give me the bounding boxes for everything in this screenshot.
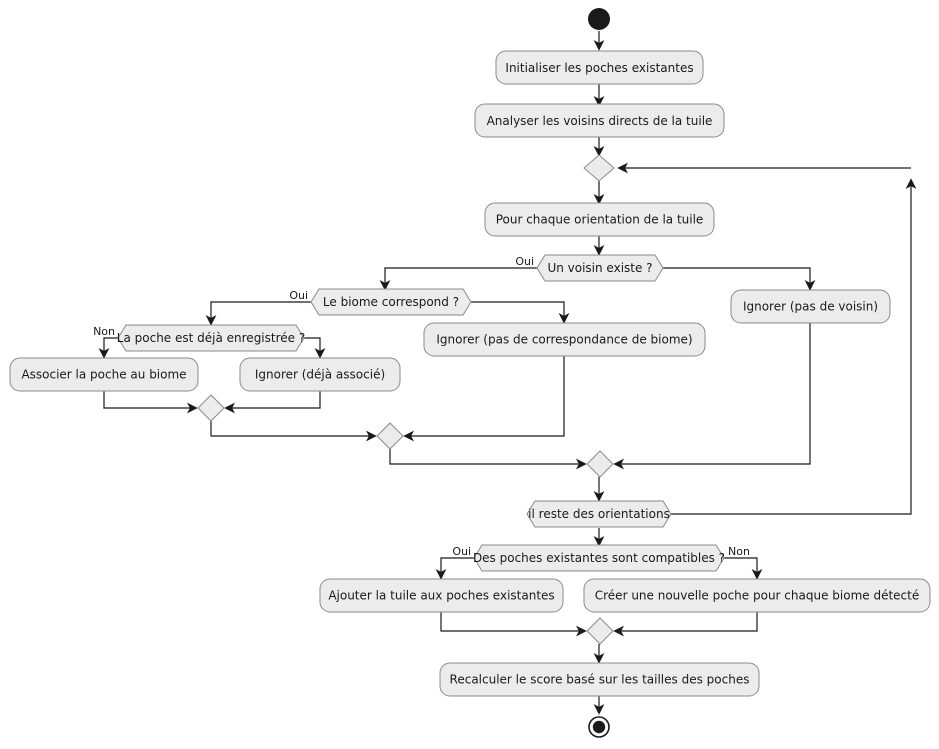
edge-add-to-merge4 — [440, 611, 587, 637]
activity-analyze-neighbors-label: Analyser les voisins directs de la tuile — [487, 114, 713, 128]
activity-add-tile-existing-label: Ajouter la tuile aux poches existantes — [328, 589, 554, 603]
merge-node-3 — [586, 450, 614, 478]
nodes-layer: Initialiser les poches existantes Analys… — [9, 8, 931, 738]
guard-pocket-registered-no: Non — [93, 325, 115, 338]
activity-ignore-already-associated[interactable]: Ignorer (déjà associé) — [239, 357, 401, 392]
edge-compatible-no-to-create — [724, 557, 763, 580]
guard-pockets-compatible-yes: Oui — [452, 545, 471, 558]
decision-remaining-orientations-label: il reste des orientations — [528, 507, 670, 521]
decision-pockets-compatible[interactable]: Des poches existantes sont compatibles ? — [473, 544, 725, 572]
activity-recompute-score[interactable]: Recalculer le score basé sur les tailles… — [439, 662, 760, 697]
activity-associate-pocket[interactable]: Associer la poche au biome — [9, 357, 199, 392]
activity-ignore-no-biome-match-label: Ignorer (pas de correspondance de biome) — [436, 333, 692, 347]
edge-ignore-associated-to-merge1 — [224, 390, 321, 414]
guard-biome-matches-yes: Oui — [289, 289, 308, 302]
merge-node-loop-top — [583, 154, 615, 182]
edge-create-to-merge4 — [613, 611, 758, 637]
activity-for-each-orientation[interactable]: Pour chaque orientation de la tuile — [484, 202, 715, 237]
activity-create-new-pocket-label: Créer une nouvelle poche pour chaque bio… — [595, 589, 919, 603]
activity-add-tile-existing[interactable]: Ajouter la tuile aux poches existantes — [319, 578, 564, 613]
activity-init-pockets-label: Initialiser les poches existantes — [505, 61, 693, 75]
merge-node-2 — [376, 422, 404, 450]
edge-compatible-yes-to-add — [435, 557, 474, 580]
edge-neighbor-no-to-ignore — [662, 267, 816, 291]
activity-init-pockets[interactable]: Initialiser les poches existantes — [495, 50, 704, 85]
edge-pocket-yes-to-ignore — [304, 337, 326, 359]
merge-node-4 — [586, 617, 614, 645]
activity-create-new-pocket[interactable]: Créer une nouvelle poche pour chaque bio… — [583, 578, 931, 613]
decision-biome-matches-label: Le biome correspond ? — [323, 295, 459, 309]
activity-associate-pocket-label: Associer la poche au biome — [21, 368, 186, 382]
edge-biome-yes-to-pocket-decision — [205, 301, 311, 326]
activity-for-each-orientation-label: Pour chaque orientation de la tuile — [496, 213, 704, 227]
edge-associate-to-merge1 — [103, 390, 198, 414]
activity-recompute-score-label: Recalculer le score basé sur les tailles… — [450, 673, 750, 687]
edge-biome-no-to-ignore — [471, 301, 570, 324]
activity-analyze-neighbors[interactable]: Analyser les voisins directs de la tuile — [474, 103, 725, 138]
edge-pocket-no-to-associate — [98, 337, 118, 359]
edge-remaining-loopback — [671, 178, 917, 515]
end-node — [588, 716, 610, 738]
decision-pocket-registered-label: La poche est déjà enregistrée ? — [117, 331, 305, 345]
activity-ignore-no-neighbor-label: Ignorer (pas de voisin) — [743, 300, 878, 314]
merge-node-1 — [197, 394, 225, 422]
decision-pockets-compatible-label: Des poches existantes sont compatibles ? — [473, 551, 725, 565]
start-node — [588, 8, 610, 30]
decision-biome-matches[interactable]: Le biome correspond ? — [310, 288, 472, 316]
guard-pockets-compatible-no: Non — [728, 545, 750, 558]
decision-remaining-orientations[interactable]: il reste des orientations — [526, 500, 672, 528]
edge-merge1-to-merge2 — [210, 421, 377, 442]
activity-ignore-no-neighbor[interactable]: Ignorer (pas de voisin) — [730, 289, 891, 324]
activity-ignore-already-associated-label: Ignorer (déjà associé) — [255, 368, 385, 382]
decision-neighbor-exists[interactable]: Un voisin existe ? — [536, 254, 664, 282]
edge-ignore-biome-to-merge2 — [403, 355, 565, 442]
edges-layer — [98, 31, 917, 715]
guard-neighbor-exists-yes: Oui — [515, 255, 534, 268]
edge-ignore-neighbor-to-merge3 — [613, 322, 811, 470]
activity-ignore-no-biome-match[interactable]: Ignorer (pas de correspondance de biome) — [423, 322, 706, 357]
edge-merge2-to-merge3 — [389, 449, 587, 470]
edge-neighbor-yes-to-biome-decision — [379, 267, 537, 291]
decision-pocket-registered[interactable]: La poche est déjà enregistrée ? — [117, 324, 305, 352]
decision-neighbor-exists-label: Un voisin existe ? — [547, 261, 652, 275]
